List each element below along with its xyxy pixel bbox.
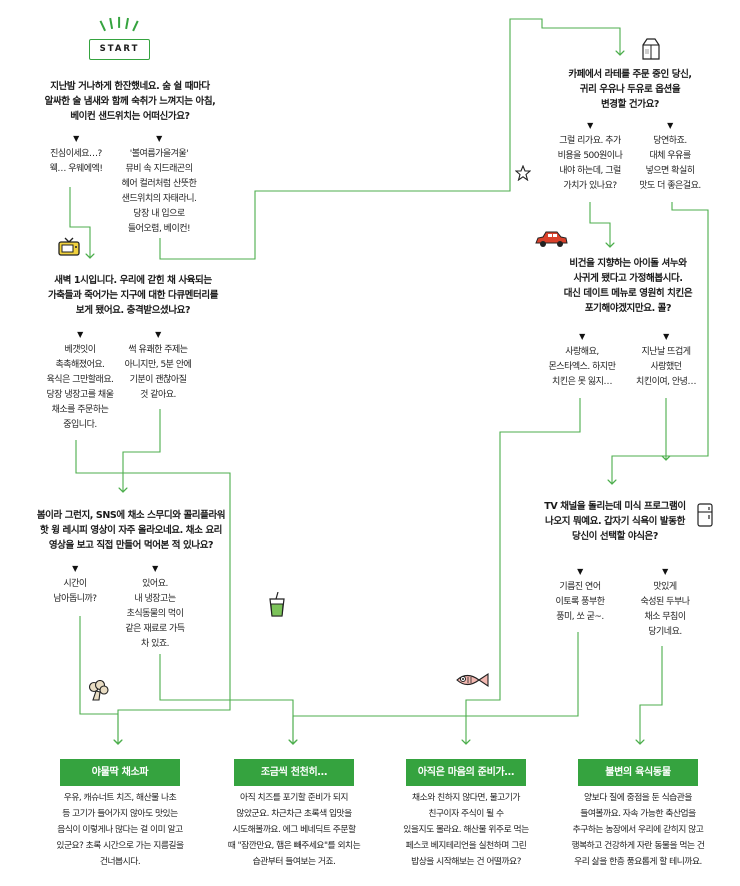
result-title-carnivore[interactable]: 불변의 육식동물 bbox=[578, 759, 698, 786]
star-icon bbox=[515, 165, 531, 181]
result-title-flexitarian[interactable]: 조금씩 천천히… bbox=[234, 759, 354, 786]
flow-connector-7 bbox=[589, 202, 610, 247]
flow-connector-1 bbox=[69, 187, 90, 258]
flow-connector-2 bbox=[159, 18, 620, 260]
broccoli-icon bbox=[88, 680, 109, 701]
milk-carton-icon bbox=[642, 38, 660, 60]
car-icon bbox=[535, 231, 568, 247]
flow-connector-8 bbox=[612, 202, 709, 484]
flow-connector-4 bbox=[123, 409, 161, 492]
result-title-pescatarian[interactable]: 아직은 마음의 준비가… bbox=[406, 759, 526, 786]
flow-connector-9 bbox=[466, 398, 581, 744]
flow-connector-5 bbox=[79, 616, 118, 744]
flow-connector-11 bbox=[293, 632, 579, 744]
start-badge: START bbox=[89, 39, 150, 60]
flow-connector-6 bbox=[159, 654, 293, 744]
tv-icon bbox=[58, 237, 80, 256]
fridge-icon bbox=[697, 503, 713, 527]
fish-icon bbox=[456, 672, 489, 688]
smoothie-icon bbox=[269, 592, 285, 617]
result-title-vegan[interactable]: 야물딱 채소파 bbox=[60, 759, 180, 786]
flow-connector-12 bbox=[640, 646, 663, 744]
option-q1-no[interactable]: ▼진심이세요…?웩… 우웨에엑! bbox=[49, 134, 103, 174]
